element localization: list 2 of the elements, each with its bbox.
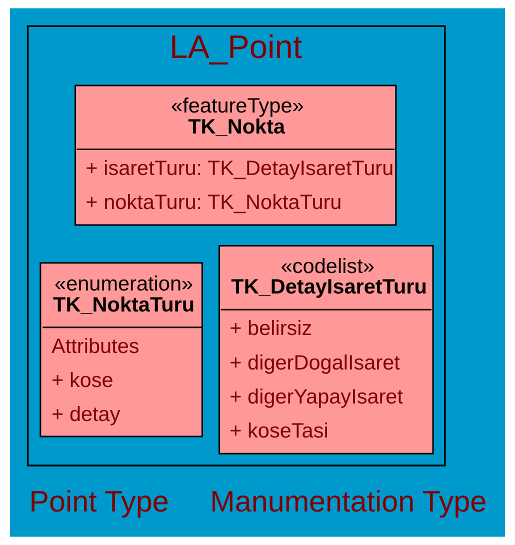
label: Manumentation Type bbox=[210, 485, 487, 518]
label: Point Type bbox=[29, 485, 169, 518]
